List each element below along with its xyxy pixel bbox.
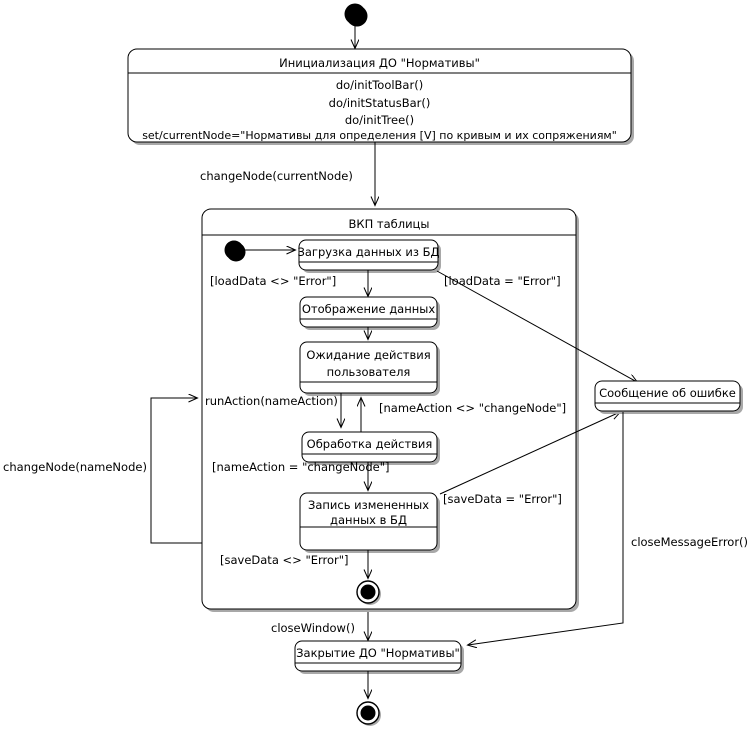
transition-load-to-error bbox=[436, 270, 637, 382]
state-init-action-2: do/initTree() bbox=[345, 113, 414, 127]
label-name-action-eq: [nameAction = "changeNode"] bbox=[212, 460, 389, 474]
state-wait-name-line1: Ожидание действия bbox=[306, 348, 430, 362]
state-composite-name: ВКП таблицы bbox=[349, 217, 430, 231]
state-save-data[interactable]: Запись измененных данных в БД bbox=[299, 492, 440, 553]
label-run-action: runAction(nameAction) bbox=[205, 394, 338, 408]
transition-error-to-close bbox=[468, 412, 624, 645]
label-load-data-error: [loadData = "Error"] bbox=[444, 274, 561, 288]
state-init-action-1: do/initStatusBar() bbox=[329, 96, 431, 110]
end-node-bottom bbox=[356, 701, 381, 726]
state-init-action-0: do/initToolBar() bbox=[336, 78, 423, 92]
label-save-data-error: [saveData = "Error"] bbox=[443, 492, 562, 506]
state-wait-name-line2: пользователя bbox=[327, 365, 411, 379]
label-close-message-error: closeMessageError() bbox=[631, 535, 748, 549]
state-close-window-name: Закрытие ДО "Нормативы" bbox=[296, 646, 460, 660]
state-init-name: Инициализация ДО "Нормативы" bbox=[279, 56, 480, 70]
state-close-window[interactable]: Закрытие ДО "Нормативы" bbox=[294, 640, 464, 674]
state-load-data[interactable]: Загрузка данных из БД bbox=[297, 239, 441, 273]
state-save-name-line1: Запись измененных bbox=[308, 498, 429, 512]
label-save-data-ok: [saveData <> "Error"] bbox=[220, 553, 349, 567]
end-node-inner bbox=[356, 580, 381, 605]
state-error-message[interactable]: Сообщение об ошибке bbox=[594, 380, 743, 414]
state-composite-table[interactable]: ВКП таблицы bbox=[201, 208, 579, 612]
start-node-inner bbox=[224, 240, 246, 262]
state-process-action[interactable]: Обработка действия bbox=[301, 431, 440, 465]
label-name-action-ne: [nameAction <> "changeNode"] bbox=[379, 401, 566, 415]
transition-change-node-loop bbox=[150, 398, 202, 544]
state-display-data-name: Отображение данных bbox=[302, 302, 436, 316]
label-change-node-name: changeNode(nameNode) bbox=[3, 460, 147, 474]
state-error-message-name: Сообщение об ошибке bbox=[599, 386, 736, 400]
state-load-data-name: Загрузка данных из БД bbox=[297, 245, 439, 259]
label-change-node-current: changeNode(currentNode) bbox=[200, 169, 353, 183]
state-init[interactable]: Инициализация ДО "Нормативы" do/initTool… bbox=[127, 48, 634, 145]
state-process-action-name: Обработка действия bbox=[307, 437, 433, 451]
state-display-data[interactable]: Отображение данных bbox=[299, 296, 440, 330]
label-load-data-ok: [loadData <> "Error"] bbox=[210, 274, 336, 288]
start-node-top bbox=[344, 3, 368, 27]
transition-save-to-error bbox=[439, 412, 620, 495]
label-close-window: closeWindow() bbox=[271, 621, 355, 635]
state-wait-user-action[interactable]: Ожидание действия пользователя bbox=[299, 341, 440, 396]
state-save-name-line2: данных в БД bbox=[330, 513, 407, 527]
state-init-action-3: set/currentNode="Нормативы для определен… bbox=[142, 129, 617, 142]
